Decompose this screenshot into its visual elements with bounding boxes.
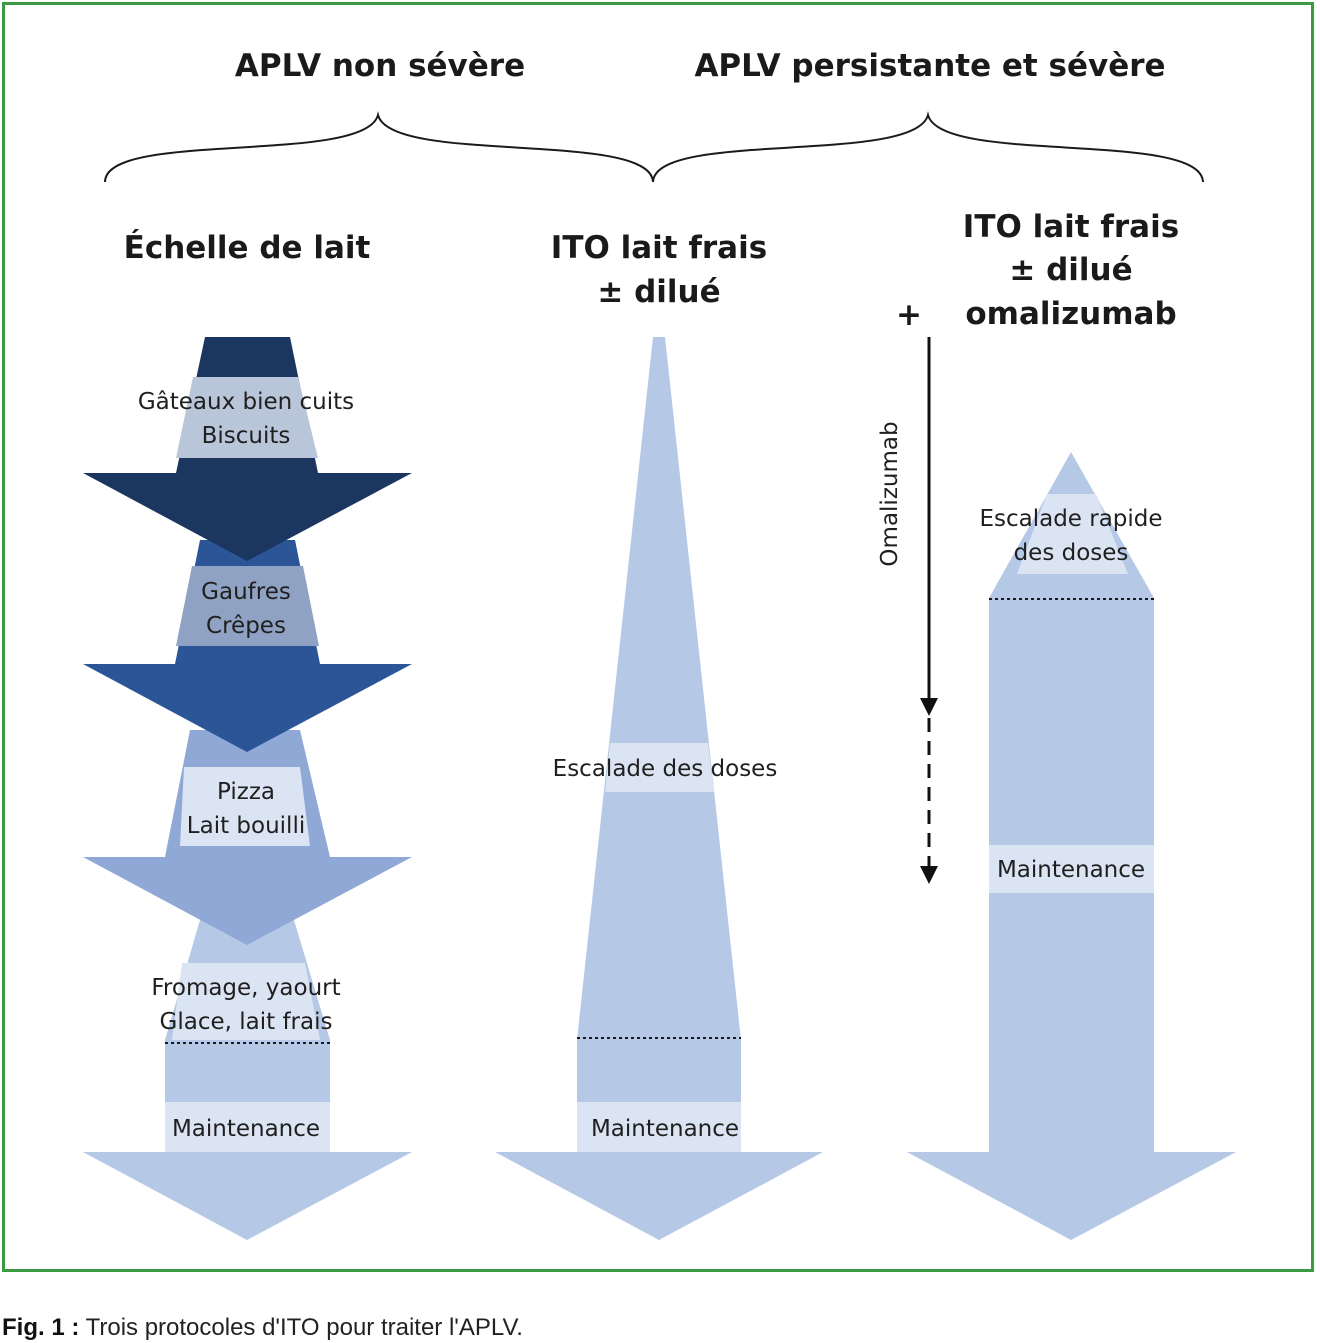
ladder-band-1 bbox=[176, 377, 318, 458]
col-title-milk-ladder: Échelle de lait bbox=[124, 230, 371, 266]
col-title-ito-line2: ± dilué bbox=[597, 274, 720, 310]
ito-maintenance-label: Maintenance bbox=[591, 1116, 739, 1142]
brace-severe bbox=[652, 111, 1204, 183]
figure-frame bbox=[2, 2, 1314, 1272]
ladder-band-3 bbox=[180, 767, 310, 846]
omal-band-escalation bbox=[1017, 494, 1128, 574]
ladder-maintenance-label: Maintenance bbox=[172, 1116, 320, 1142]
ladder-step2-line1: Gaufres bbox=[201, 579, 291, 605]
ladder-band-2 bbox=[176, 566, 319, 646]
omal-maintenance-arrow bbox=[907, 598, 1236, 1240]
ito-escalation-shape bbox=[577, 337, 741, 1040]
omalizumab-arrowhead-2 bbox=[920, 866, 938, 884]
ladder-step3-line2: Lait bouilli bbox=[187, 813, 305, 839]
omal-escalation-line2: des doses bbox=[1014, 540, 1129, 566]
ladder-step2-line2: Crêpes bbox=[206, 613, 286, 639]
col-title-ito-line1: ITO lait frais bbox=[551, 230, 767, 266]
col-title-omal-line1: ITO lait frais bbox=[963, 209, 1179, 245]
ito-band-escalation bbox=[605, 743, 714, 792]
caption-text: Trois protocoles d'ITO pour traiter l'AP… bbox=[79, 1314, 523, 1341]
group-header-severe: APLV persistante et sévère bbox=[694, 48, 1165, 84]
figure-caption: Fig. 1 : Trois protocoles d'ITO pour tra… bbox=[2, 1314, 523, 1342]
ladder-band-maintenance bbox=[165, 1102, 330, 1152]
omal-escalation-line1: Escalade rapide bbox=[979, 506, 1162, 532]
ladder-step3-line1: Pizza bbox=[217, 779, 275, 805]
group-header-non-severe: APLV non sévère bbox=[235, 48, 525, 84]
ladder-band-4 bbox=[172, 963, 320, 1040]
ladder-step1-line2: Biscuits bbox=[202, 423, 291, 449]
omal-maintenance-label: Maintenance bbox=[997, 857, 1145, 883]
omalizumab-arrowhead-1 bbox=[920, 698, 938, 716]
omal-band-maintenance bbox=[989, 845, 1154, 893]
col-title-omal-line3: omalizumab bbox=[965, 296, 1176, 332]
ladder-step4-line2: Glace, lait frais bbox=[160, 1009, 333, 1035]
ladder-step1-line1: Gâteaux bien cuits bbox=[138, 389, 354, 415]
ladder-step4-line1: Fromage, yaourt bbox=[151, 975, 340, 1001]
col-title-omal-plus: + bbox=[896, 297, 922, 333]
ito-band-maintenance bbox=[577, 1102, 741, 1152]
omalizumab-vertical-label: Omalizumab bbox=[877, 421, 903, 566]
ito-escalation-label: Escalade des doses bbox=[553, 756, 778, 782]
brace-non-severe bbox=[104, 111, 654, 183]
col-title-omal-line2: ± dilué bbox=[1009, 252, 1132, 288]
caption-label: Fig. 1 : bbox=[2, 1314, 80, 1341]
